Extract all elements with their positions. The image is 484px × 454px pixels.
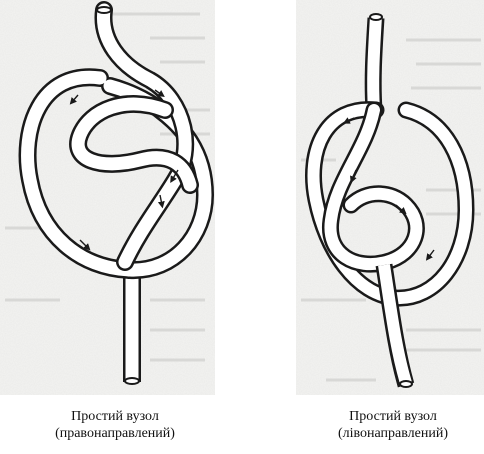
caption-title: Простий вузол <box>40 408 190 425</box>
caption-title: Простий вузол <box>318 408 468 425</box>
caption-left-handed-knot: Простий вузол (лівонаправлений) <box>318 408 468 442</box>
caption-subtitle: (правонаправлений) <box>40 425 190 442</box>
rope-tail-bottom <box>125 268 139 384</box>
knot-drawing-right-handed <box>0 0 215 395</box>
knot-illustration-left-handed <box>296 0 484 395</box>
knot-drawing-left-handed <box>296 0 484 395</box>
caption-subtitle: (лівонаправлений) <box>318 425 468 442</box>
knot-illustration-right-handed <box>0 0 215 395</box>
caption-right-handed-knot: Простий вузол (правонаправлений) <box>40 408 190 442</box>
rope-tail-top <box>370 14 382 110</box>
